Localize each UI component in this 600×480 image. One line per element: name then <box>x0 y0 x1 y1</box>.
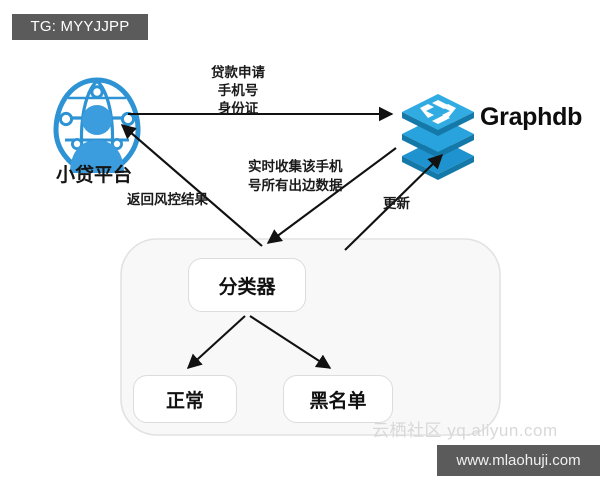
graphdb-label: Graphdb <box>480 103 583 131</box>
edge-classifier-normal-arrow <box>186 315 246 369</box>
edge-request-label: 贷款申请 手机号 身份证 <box>178 64 298 118</box>
edge-classifier-blacklist-arrow <box>249 315 332 369</box>
edge-collect-label: 实时收集该手机 号所有出边数据 <box>248 157 364 195</box>
watermark: 云栖社区 yq.aliyun.com <box>372 421 558 440</box>
edge-update-arrow <box>344 153 444 251</box>
edge-request-line-2: 手机号 <box>217 83 259 98</box>
edge-update-label: 更新 <box>383 196 410 211</box>
classifier-node[interactable]: 分类器 <box>188 258 306 312</box>
edge-collect-line-2: 号所有出边数据 <box>248 178 343 193</box>
normal-node[interactable]: 正常 <box>133 375 237 423</box>
edge-collect-line-1: 实时收集该手机 <box>248 159 343 174</box>
site-badge: www.mlaohuji.com <box>437 445 600 476</box>
blacklist-node[interactable]: 黑名单 <box>283 375 393 423</box>
stacked-database-icon <box>402 94 474 180</box>
tg-badge: TG: MYYJJPP <box>12 14 148 40</box>
edge-collect-arrow <box>266 147 397 244</box>
edge-return-label: 返回风控结果 <box>127 192 208 207</box>
platform-label: 小贷平台 <box>55 165 132 186</box>
edge-request-line-1: 贷款申请 <box>211 65 265 80</box>
edge-request-line-3: 身份证 <box>217 101 259 116</box>
network-person-icon <box>53 77 141 173</box>
edge-return-arrow <box>120 124 263 247</box>
